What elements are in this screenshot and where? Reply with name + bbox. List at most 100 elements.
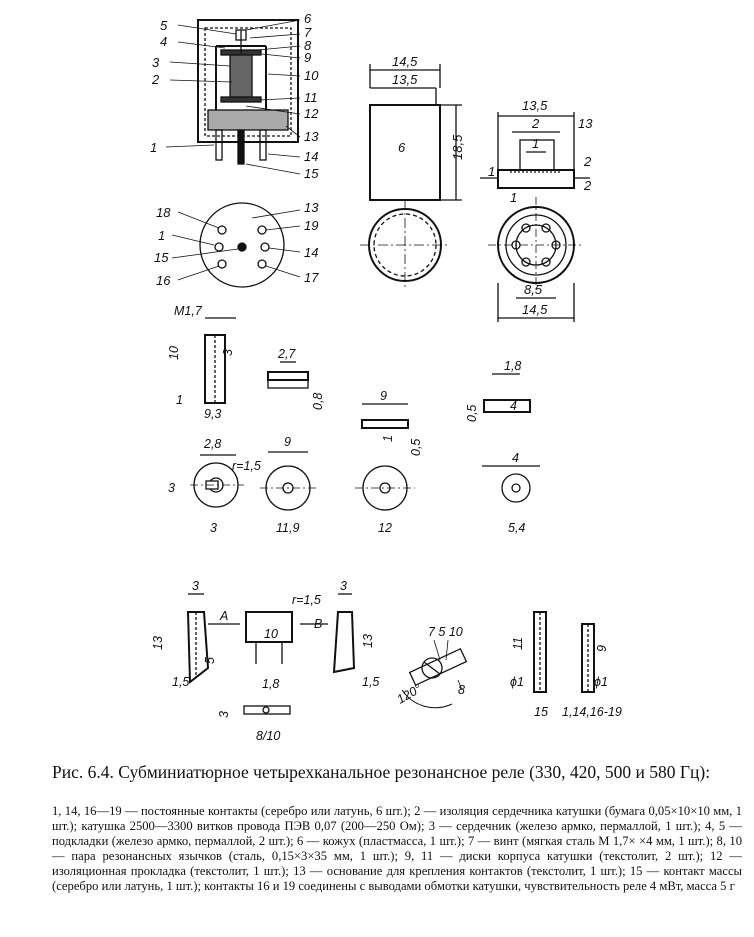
- dim-13-5: 13,5: [392, 72, 418, 87]
- disk-part-11-9: [260, 361, 316, 511]
- dim-3-core: 3: [221, 349, 235, 356]
- spacer12-labels: 9 1 0,5 12: [378, 389, 423, 535]
- callout-7: 7: [304, 25, 312, 40]
- dim-0-5-spacer: 0,5: [409, 439, 423, 456]
- part-6-label: 6: [398, 140, 406, 155]
- contact-pins: [533, 611, 595, 693]
- dim-2-top: 2: [531, 116, 540, 131]
- label-A: A: [219, 609, 228, 623]
- dim-120-deg: 120°: [395, 682, 424, 707]
- dim-m1-7: M1,7: [174, 304, 203, 318]
- callout-13: 13: [304, 129, 319, 144]
- dim-3-reed-left: 3: [192, 579, 199, 593]
- callout-13b: 13: [304, 200, 319, 215]
- dim-9-3: 9,3: [204, 407, 221, 421]
- figure-legend-text: 1, 14, 16—19 — постоянные контакты (сере…: [52, 804, 742, 893]
- callout-1: 1: [150, 140, 157, 155]
- label-7-5-10: 7 5 10: [428, 625, 463, 639]
- dim-18-5: 18,5: [450, 134, 465, 160]
- part-13-label: 13: [578, 116, 593, 131]
- callout-16: 16: [156, 273, 171, 288]
- shim-part-5-4: [482, 373, 540, 503]
- base-top-view: [171, 202, 301, 288]
- disk11-9-labels: 2,7 0,8 9 11,9: [276, 347, 325, 535]
- callout-5: 5: [160, 18, 168, 33]
- callout-8: 8: [304, 38, 312, 53]
- dim-0-5-shim: 0,5: [465, 405, 479, 422]
- base-callout-labels: 18 1 15 16 13 19 14 17: [154, 200, 319, 288]
- dim-2-right2: 2: [583, 178, 592, 193]
- dim-1-8-shim: 1,8: [504, 359, 521, 373]
- callout-2: 2: [151, 72, 160, 87]
- dim-5-reed: 5: [203, 657, 217, 664]
- part-11-9-label: 11,9: [276, 521, 299, 535]
- callout-14: 14: [304, 149, 318, 164]
- dim-2-8: 2,8: [203, 437, 221, 451]
- callout-4: 4: [160, 34, 167, 49]
- callout-14b: 14: [304, 245, 318, 260]
- base-part-13: [480, 112, 590, 322]
- dim-1-8-reed: 1,8: [262, 677, 279, 691]
- dim-2-7: 2,7: [277, 347, 296, 361]
- dim-phi1-pin15: ϕ1: [510, 675, 524, 689]
- dim-1-core: 1: [176, 393, 183, 407]
- dim-3-reed-right: 3: [340, 579, 347, 593]
- dim-13-5b: 13,5: [522, 98, 548, 113]
- callout-3: 3: [152, 55, 160, 70]
- callout-10: 10: [304, 68, 319, 83]
- part-contacts-label: 1,14,16-19: [562, 705, 622, 719]
- dim-phi1-pin: ϕ1: [594, 675, 608, 689]
- dim-1-mid: 1: [510, 190, 517, 205]
- relay-technical-drawing: 5 4 3 2 1 6 7 8 9 10 11 12 13 14 15 18 1: [150, 11, 622, 743]
- dim-1-spacer: 1: [381, 435, 395, 442]
- dim-3-core-b: 3: [168, 481, 175, 495]
- dim-9-pin: 9: [595, 645, 609, 652]
- shim-labels: 1,8 4 0,5 4 5,4: [465, 359, 525, 535]
- section-callout-labels: 5 4 3 2 1 6 7 8 9 10 11 12 13 14 15: [150, 11, 319, 181]
- relay-cross-section: [165, 19, 301, 175]
- reed-parts-8-10: [186, 593, 356, 715]
- dim-1-5-reed-right: 1,5: [362, 675, 379, 689]
- spacer-part-12: [355, 403, 415, 511]
- dim-11-pin: 11: [511, 637, 525, 650]
- dim-r-1-5-reed: r=1,5: [292, 593, 321, 607]
- cover-dimension-labels: 14,5 13,5 6 18,5: [392, 54, 465, 160]
- dim-2-right: 2: [583, 154, 592, 169]
- callout-15b: 15: [154, 250, 169, 265]
- dim-9-disk: 9: [284, 435, 291, 449]
- callout-9: 9: [304, 50, 311, 65]
- reed-assembly-120: [401, 639, 468, 709]
- dim-9-spacer: 9: [380, 389, 387, 403]
- dim-1-5-reed-left: 1,5: [172, 675, 189, 689]
- figure-caption-text: Рис. 6.4. Субминиатюрное четырехканально…: [52, 762, 711, 782]
- dim-14-5: 14,5: [392, 54, 418, 69]
- dim-4-shim: 4: [510, 399, 517, 413]
- label-B: B: [314, 617, 322, 631]
- part-15-label: 15: [534, 705, 548, 719]
- callout-11: 11: [304, 90, 318, 105]
- part-12-label: 12: [378, 521, 392, 535]
- callout-6: 6: [304, 11, 312, 26]
- dim-13-reed-left: 13: [151, 636, 165, 650]
- figure-caption: Рис. 6.4. Субминиатюрное четырехканально…: [52, 762, 742, 783]
- dim-10: 10: [167, 346, 181, 360]
- part-8-label: 8: [458, 683, 465, 697]
- part-5-4-label: 5,4: [508, 521, 525, 535]
- callout-12: 12: [304, 106, 319, 121]
- dim-0-8: 0,8: [311, 393, 325, 410]
- dim-13-reed-right: 13: [361, 634, 375, 648]
- dim-r-1-5: r=1,5: [232, 459, 261, 473]
- dim-1-top: 1: [532, 136, 539, 151]
- part-3-label: 3: [210, 521, 217, 535]
- callout-1b: 1: [158, 228, 165, 243]
- base13-dimension-labels: 13,5 13 2 1 1 1 2 2 8,5 14,5: [488, 98, 593, 317]
- dim-8-5: 8,5: [524, 282, 543, 297]
- callout-15: 15: [304, 166, 319, 181]
- figure-legend: 1, 14, 16—19 — постоянные контакты (сере…: [52, 804, 742, 894]
- callout-17: 17: [304, 270, 319, 285]
- core-part-3: [190, 317, 244, 508]
- cover-part-6: [360, 64, 462, 290]
- dim-3-reed-bottom: 3: [217, 711, 231, 718]
- dim-4-shim-b: 4: [512, 451, 519, 465]
- reed-labels: 3 13 5 1,5 A r=1,5 10 B 3 13 1,5 1,8 3 8…: [151, 579, 379, 743]
